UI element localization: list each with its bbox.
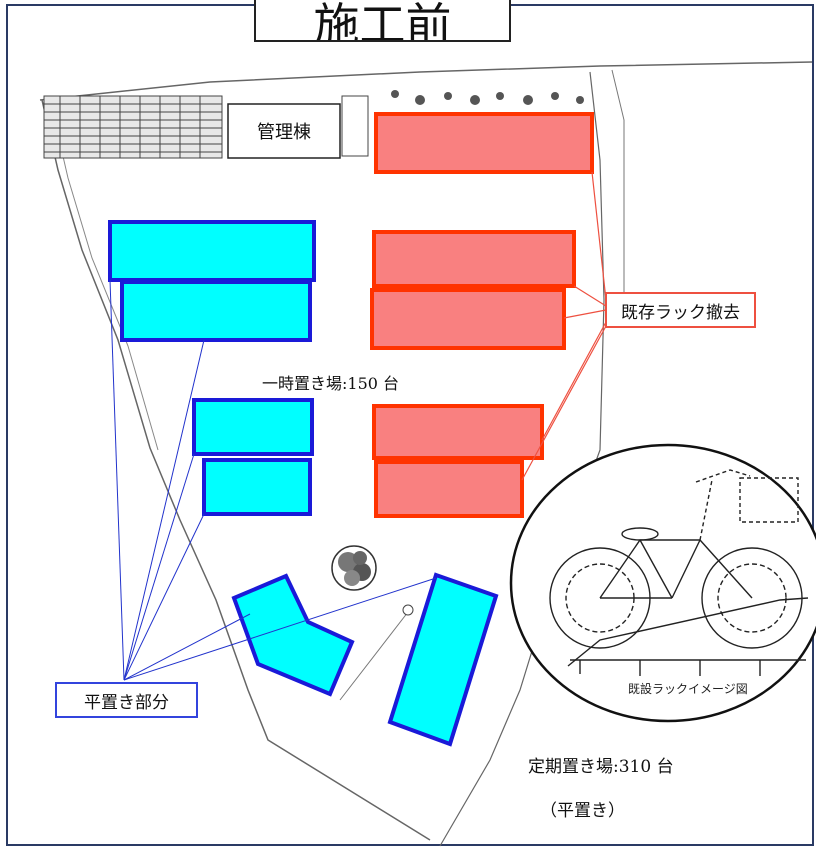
building-annex xyxy=(341,95,369,157)
flat-parts-label: 平置き部分 xyxy=(55,682,198,718)
hatched-structure xyxy=(43,95,223,159)
rack-image-caption: 既設ラックイメージ図 xyxy=(628,682,748,696)
flat-zone-1 xyxy=(108,220,316,282)
page-title: 施工前 xyxy=(254,0,511,42)
flat-note-label: （平置き） xyxy=(540,801,625,821)
temporary-parking-label: 一時置き場:150 台 xyxy=(262,374,400,393)
flat-parking-zones xyxy=(108,220,499,747)
tree-icon xyxy=(331,545,377,591)
site-boundary-right-inner xyxy=(611,69,625,300)
site-boundary-left xyxy=(41,99,431,841)
flat-zone-4 xyxy=(202,458,312,516)
post-marker xyxy=(402,604,414,616)
bicycle-icon xyxy=(549,469,809,676)
flat-zone-3 xyxy=(192,398,314,456)
existing-rack-1 xyxy=(374,112,594,174)
existing-rack-4 xyxy=(372,404,544,460)
path-line xyxy=(339,611,409,701)
flat-part-leaders xyxy=(109,279,437,681)
regular-parking-label: 定期置き場:310 台 xyxy=(528,757,674,777)
removed-rack-leaders xyxy=(521,171,607,481)
removed-racks-label: 既存ラック撤去 xyxy=(605,292,756,328)
existing-rack-5 xyxy=(374,460,524,518)
shrub-row xyxy=(391,90,584,105)
existing-rack-3 xyxy=(370,288,566,350)
existing-racks xyxy=(370,112,594,518)
building-label: 管理棟 xyxy=(257,122,311,143)
existing-rack-2 xyxy=(372,230,576,288)
flat-zone-6 xyxy=(387,572,499,747)
rack-image-inset xyxy=(509,443,816,723)
flat-zone-5 xyxy=(231,573,355,697)
building-outline xyxy=(227,103,341,159)
site-boundary xyxy=(39,61,813,101)
flat-zone-2 xyxy=(120,280,312,342)
